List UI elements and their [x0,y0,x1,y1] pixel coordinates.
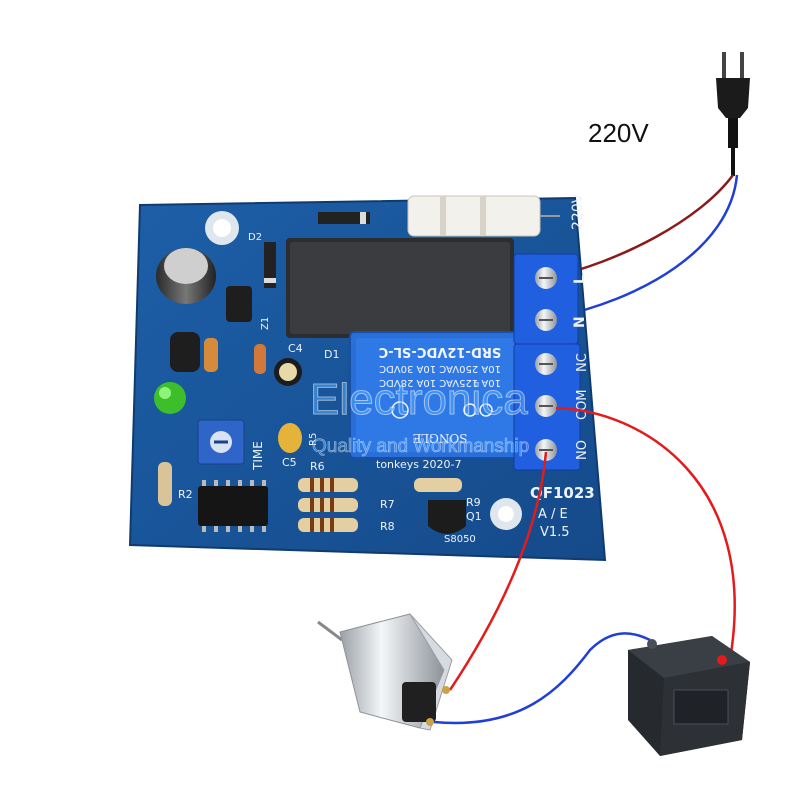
dc-motor [317,613,453,731]
terminal-label-no: NO [575,440,590,460]
watermark-subtitle: Quality and Workmanship [312,436,529,457]
relay-rating-line-1: 10A 250VAC 10A 30VDC [379,363,501,374]
ref-r5: R5 [308,433,319,446]
relay: SRD-12VDC-SL-C 10A 250VAC 10A 30VDC 10A … [349,331,523,459]
ref-r6: R6 [310,460,325,473]
relay-rating-line-2: 10A 125VAC 10A 28VDC [379,377,501,388]
positive-wire-to-battery [555,406,736,661]
power-plug [716,52,750,176]
board-ae-text: A / E [538,507,568,522]
board-version-text: V1.5 [540,525,570,540]
ref-c4: C4 [288,342,303,355]
output-terminal-block [513,343,581,471]
ref-r8: R8 [380,520,395,533]
positive-wire-to-motor [448,451,548,691]
ref-c5: C5 [282,456,297,469]
board-mfg-text: tonkeys 2020-7 [376,458,461,471]
ref-r7: R7 [380,498,395,511]
certification-icons [391,401,493,419]
input-terminal-block [513,253,579,345]
ref-z1: Z1 [260,317,271,330]
ref-d2: D2 [248,232,262,243]
battery [628,636,750,756]
relay-brand-text: SONGLE [413,431,468,445]
relay-model-text: SRD-12VDC-SL-C [379,344,502,359]
terminal-label-neutral: N [572,316,588,328]
ref-s8050: S8050 [444,534,476,545]
neutral-wire [551,174,739,320]
board-model-text: QF1023 [530,484,595,502]
watermark: Electronica Quality and Workmanship [310,375,530,458]
watermark-title: Electronica [310,375,528,424]
negative-wire [433,632,651,725]
terminal-label-com: COM [575,389,590,420]
ref-r2: R2 [178,488,193,501]
ref-r9: R9 [466,496,481,509]
ref-d1: D1 [324,348,339,361]
ref-q1: Q1 [466,510,482,523]
terminal-label-nc: NC [575,353,590,372]
supply-voltage-label: 220V [588,118,649,148]
terminal-label-220v: 220V [570,193,586,230]
terminal-label-live: L [572,275,588,284]
relay-board: SRD-12VDC-SL-C 10A 250VAC 10A 30VDC 10A … [128,193,607,562]
timer-label: TIME [251,441,265,471]
